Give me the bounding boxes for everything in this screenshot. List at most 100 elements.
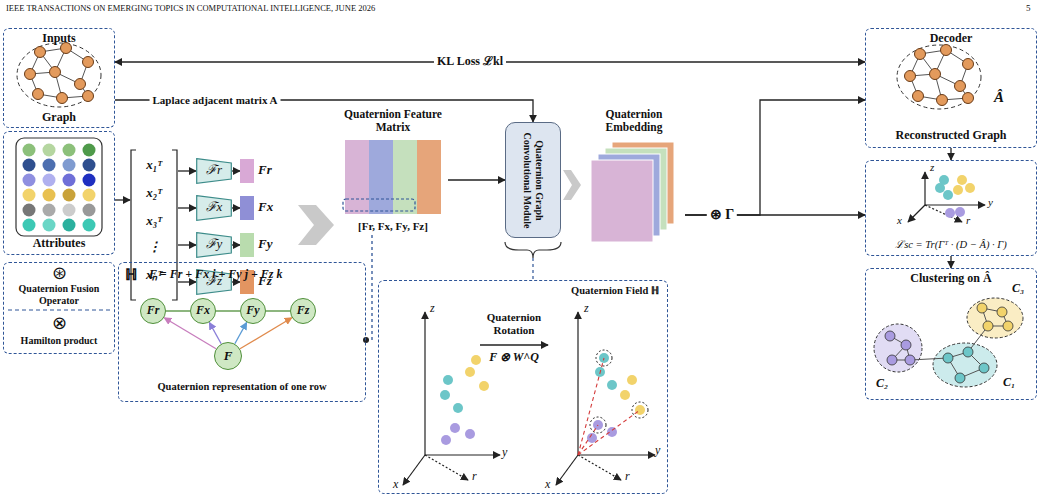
node-text: Graph bbox=[4, 111, 114, 125]
node-text: ⊛ bbox=[4, 263, 114, 284]
axis-label: z bbox=[584, 302, 589, 315]
node-text: Quaternion representation of one row bbox=[119, 381, 365, 393]
embedding-point bbox=[471, 355, 481, 365]
attribute-dot bbox=[23, 144, 36, 157]
graph-vertex bbox=[887, 355, 897, 365]
rotated-point-ring bbox=[590, 417, 606, 433]
trapezoid-outline bbox=[197, 159, 232, 184]
axis-label: r bbox=[625, 470, 630, 483]
embedding-point bbox=[627, 375, 637, 385]
axis-line bbox=[908, 205, 925, 222]
connector bbox=[178, 281, 196, 282]
node-text: Attributes bbox=[4, 237, 114, 251]
node-text: Decoder bbox=[866, 32, 1036, 46]
node-text: x₃ᵀ bbox=[130, 214, 178, 229]
legend-divider bbox=[8, 310, 110, 311]
node-text: Quaternion Embedding bbox=[583, 108, 685, 134]
axis-label: x bbox=[545, 478, 550, 491]
embedding-point bbox=[620, 390, 630, 400]
embedding-point bbox=[955, 207, 965, 217]
node-text: ℒsc = Tr(Γᵀ · (D − Â) · Γ) bbox=[866, 239, 1036, 251]
node-text: Reconstructed Graph bbox=[866, 129, 1036, 143]
attribute-dot bbox=[63, 159, 76, 172]
row-callout bbox=[343, 199, 415, 211]
connector bbox=[232, 244, 240, 245]
graph-vertex bbox=[905, 355, 915, 365]
flow-chevron bbox=[298, 205, 334, 245]
cluster-region bbox=[967, 298, 1023, 338]
component-circle: Fy bbox=[240, 298, 266, 324]
graph-vertex bbox=[83, 57, 94, 68]
decoder-panel: DecoderÂReconstructed Graph bbox=[865, 28, 1037, 148]
cluster-label: C₁ bbox=[1003, 376, 1015, 389]
page-header: IEEE TRANSACTIONS ON EMERGING TOPICS IN … bbox=[6, 4, 375, 13]
attribute-dot bbox=[63, 204, 76, 217]
graph-vertex bbox=[955, 373, 965, 383]
brace-leader bbox=[532, 258, 533, 280]
rotation-arrow bbox=[480, 344, 548, 345]
embedding-point bbox=[957, 175, 967, 185]
node-text: Fr bbox=[258, 163, 282, 178]
feature-output: Fr bbox=[240, 159, 282, 183]
attribute-dot bbox=[23, 219, 36, 232]
graph-vertex bbox=[941, 45, 952, 56]
connector bbox=[235, 322, 247, 343]
attribute-dot bbox=[43, 159, 56, 172]
rotation-ray bbox=[578, 410, 640, 455]
feature-bar bbox=[240, 233, 254, 257]
connector bbox=[448, 179, 505, 180]
module-brace bbox=[505, 242, 561, 258]
attribute-dot bbox=[23, 159, 36, 172]
connector-label: KL Loss ℒkl bbox=[434, 55, 506, 69]
loss-panel: ℒsc = Tr(Γᵀ · (D − Â) · Γ) bbox=[865, 160, 1037, 256]
attribute-dot bbox=[23, 204, 36, 217]
axis-label: z bbox=[430, 302, 435, 315]
graph-vertex bbox=[905, 71, 916, 82]
graph-vertex bbox=[57, 93, 68, 104]
attribute-dot bbox=[63, 189, 76, 202]
connector bbox=[216, 310, 240, 311]
flow-chevron bbox=[563, 170, 581, 200]
component-circle: Fz bbox=[290, 298, 316, 324]
graph-outline bbox=[17, 43, 101, 107]
feature-column bbox=[345, 140, 369, 214]
feature-column bbox=[369, 140, 393, 214]
attribute-dot bbox=[43, 144, 56, 157]
axis-line bbox=[425, 455, 468, 480]
node-text: Fr bbox=[141, 304, 165, 318]
node-text: Clustering on Â bbox=[866, 272, 1036, 286]
node-text: Quaternion Rotation bbox=[479, 311, 549, 336]
graph-vertex bbox=[50, 67, 61, 78]
axis-label: y bbox=[502, 446, 507, 459]
connector-label: ⊛ Γ bbox=[707, 207, 737, 223]
cluster-label: C₃ bbox=[1012, 282, 1024, 295]
page-header: 5 bbox=[1026, 4, 1031, 14]
connector-label: Laplace adjacent matrix A bbox=[150, 94, 281, 107]
attribute-dot bbox=[83, 204, 96, 217]
node-text: Quaternion Graph Convolutional Module bbox=[522, 126, 545, 234]
attribute-dot bbox=[23, 174, 36, 187]
node-text: F ⊗ W^Q bbox=[469, 351, 559, 365]
connector bbox=[366, 235, 372, 340]
attribute-dot bbox=[23, 189, 36, 202]
projection-block: ℱy bbox=[196, 232, 232, 258]
node-text: x₂ᵀ bbox=[130, 186, 178, 201]
input-panel: Attributes bbox=[3, 131, 115, 255]
embedding-point bbox=[939, 175, 949, 185]
connector bbox=[685, 100, 865, 215]
graph-vertex bbox=[33, 89, 44, 100]
node-text: ℱr bbox=[196, 163, 232, 178]
trapezoid-outline bbox=[197, 196, 232, 221]
attribute-dot bbox=[83, 144, 96, 157]
graph-vertex bbox=[930, 69, 941, 80]
connector bbox=[115, 199, 130, 200]
connector bbox=[178, 244, 196, 245]
quaternion-panel: ℍF = Fr + Fx i + Fy j + Fz kQuaternion r… bbox=[118, 262, 366, 402]
attribute-dot bbox=[83, 174, 96, 187]
rotated-point-ring bbox=[596, 350, 612, 366]
attribute-dot bbox=[83, 219, 96, 232]
feature-output: Fx bbox=[240, 196, 282, 220]
rotation-ray bbox=[578, 358, 604, 455]
embedding-point bbox=[450, 423, 460, 433]
